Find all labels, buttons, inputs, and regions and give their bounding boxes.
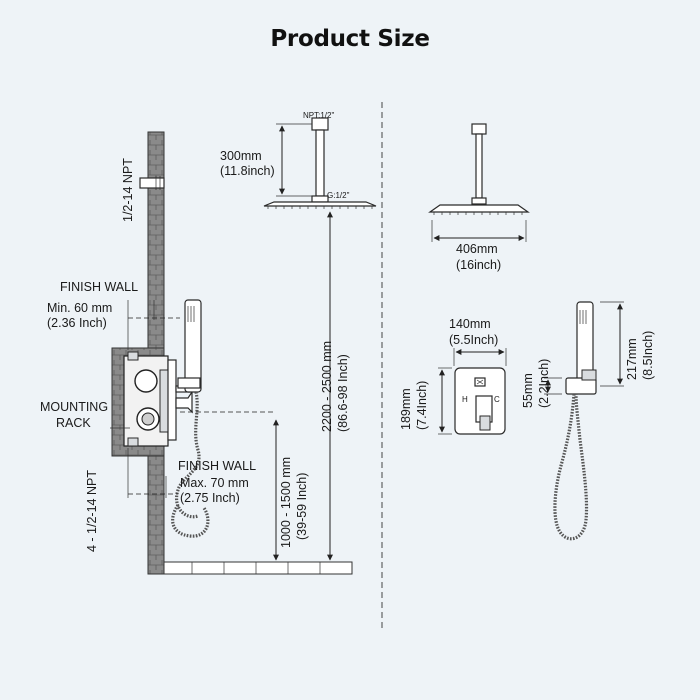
valve-trim-front	[454, 367, 506, 435]
spout-mm-label: 55mm	[521, 373, 535, 408]
mounting-rack-label-1: MOUNTING	[40, 400, 108, 414]
rain-head-front	[428, 123, 530, 215]
concealed-valve-body	[123, 351, 169, 447]
min-depth-mm-label: Min. 60 mm	[47, 301, 112, 315]
valve-cold-label: C	[494, 395, 500, 404]
finish-wall-top-label: FINISH WALL	[60, 280, 138, 294]
hand-shower-side	[171, 299, 210, 538]
max-depth-mm-label: Max. 70 mm	[180, 476, 249, 490]
hand-shower-front	[553, 301, 597, 541]
finish-wall-bottom-label: FINISH WALL	[178, 459, 256, 473]
arm-length-mm-label: 300mm	[220, 149, 262, 163]
npt-bottom-label: 4 - 1/2-14 NPT	[85, 470, 99, 552]
g-half-label: G:1/2"	[327, 191, 350, 200]
spout-inch-label: (2.2Inch)	[537, 359, 551, 408]
npt-half-label: NPT:1/2"	[303, 111, 334, 120]
hand-shower-mm-label: 217mm	[625, 338, 639, 380]
valve-height-mm-label: 1000 - 1500 mm	[279, 457, 293, 548]
mounting-rack-label-2: RACK	[56, 416, 91, 430]
top-inlet-pipe	[139, 176, 165, 190]
npt-top-label: 1/2-14 NPT	[121, 158, 135, 222]
plate-width-inch-label: (5.5Inch)	[449, 333, 498, 347]
min-depth-inch-label: (2.36 Inch)	[47, 316, 107, 330]
shower-arm-side	[263, 117, 377, 209]
hand-shower-inch-label: (8.5Inch)	[641, 331, 655, 380]
valve-height-inch-label: (39-59 Inch)	[295, 473, 309, 540]
head-width-inch-label: (16inch)	[456, 258, 501, 272]
valve-hot-label: H	[462, 395, 468, 404]
page-title: Product Size	[270, 26, 430, 52]
head-width-mm-label: 406mm	[456, 242, 498, 256]
max-depth-inch-label: (2.75 Inch)	[180, 491, 240, 505]
head-height-mm-label: 2200 - 2500 mm	[320, 341, 334, 432]
plate-width-mm-label: 140mm	[449, 317, 491, 331]
arm-length-inch-label: (11.8inch)	[220, 164, 275, 178]
plate-height-inch-label: (7.4Inch)	[415, 381, 429, 430]
plate-height-mm-label: 189mm	[399, 388, 413, 430]
head-height-inch-label: (86.6-98 Inch)	[336, 354, 350, 432]
